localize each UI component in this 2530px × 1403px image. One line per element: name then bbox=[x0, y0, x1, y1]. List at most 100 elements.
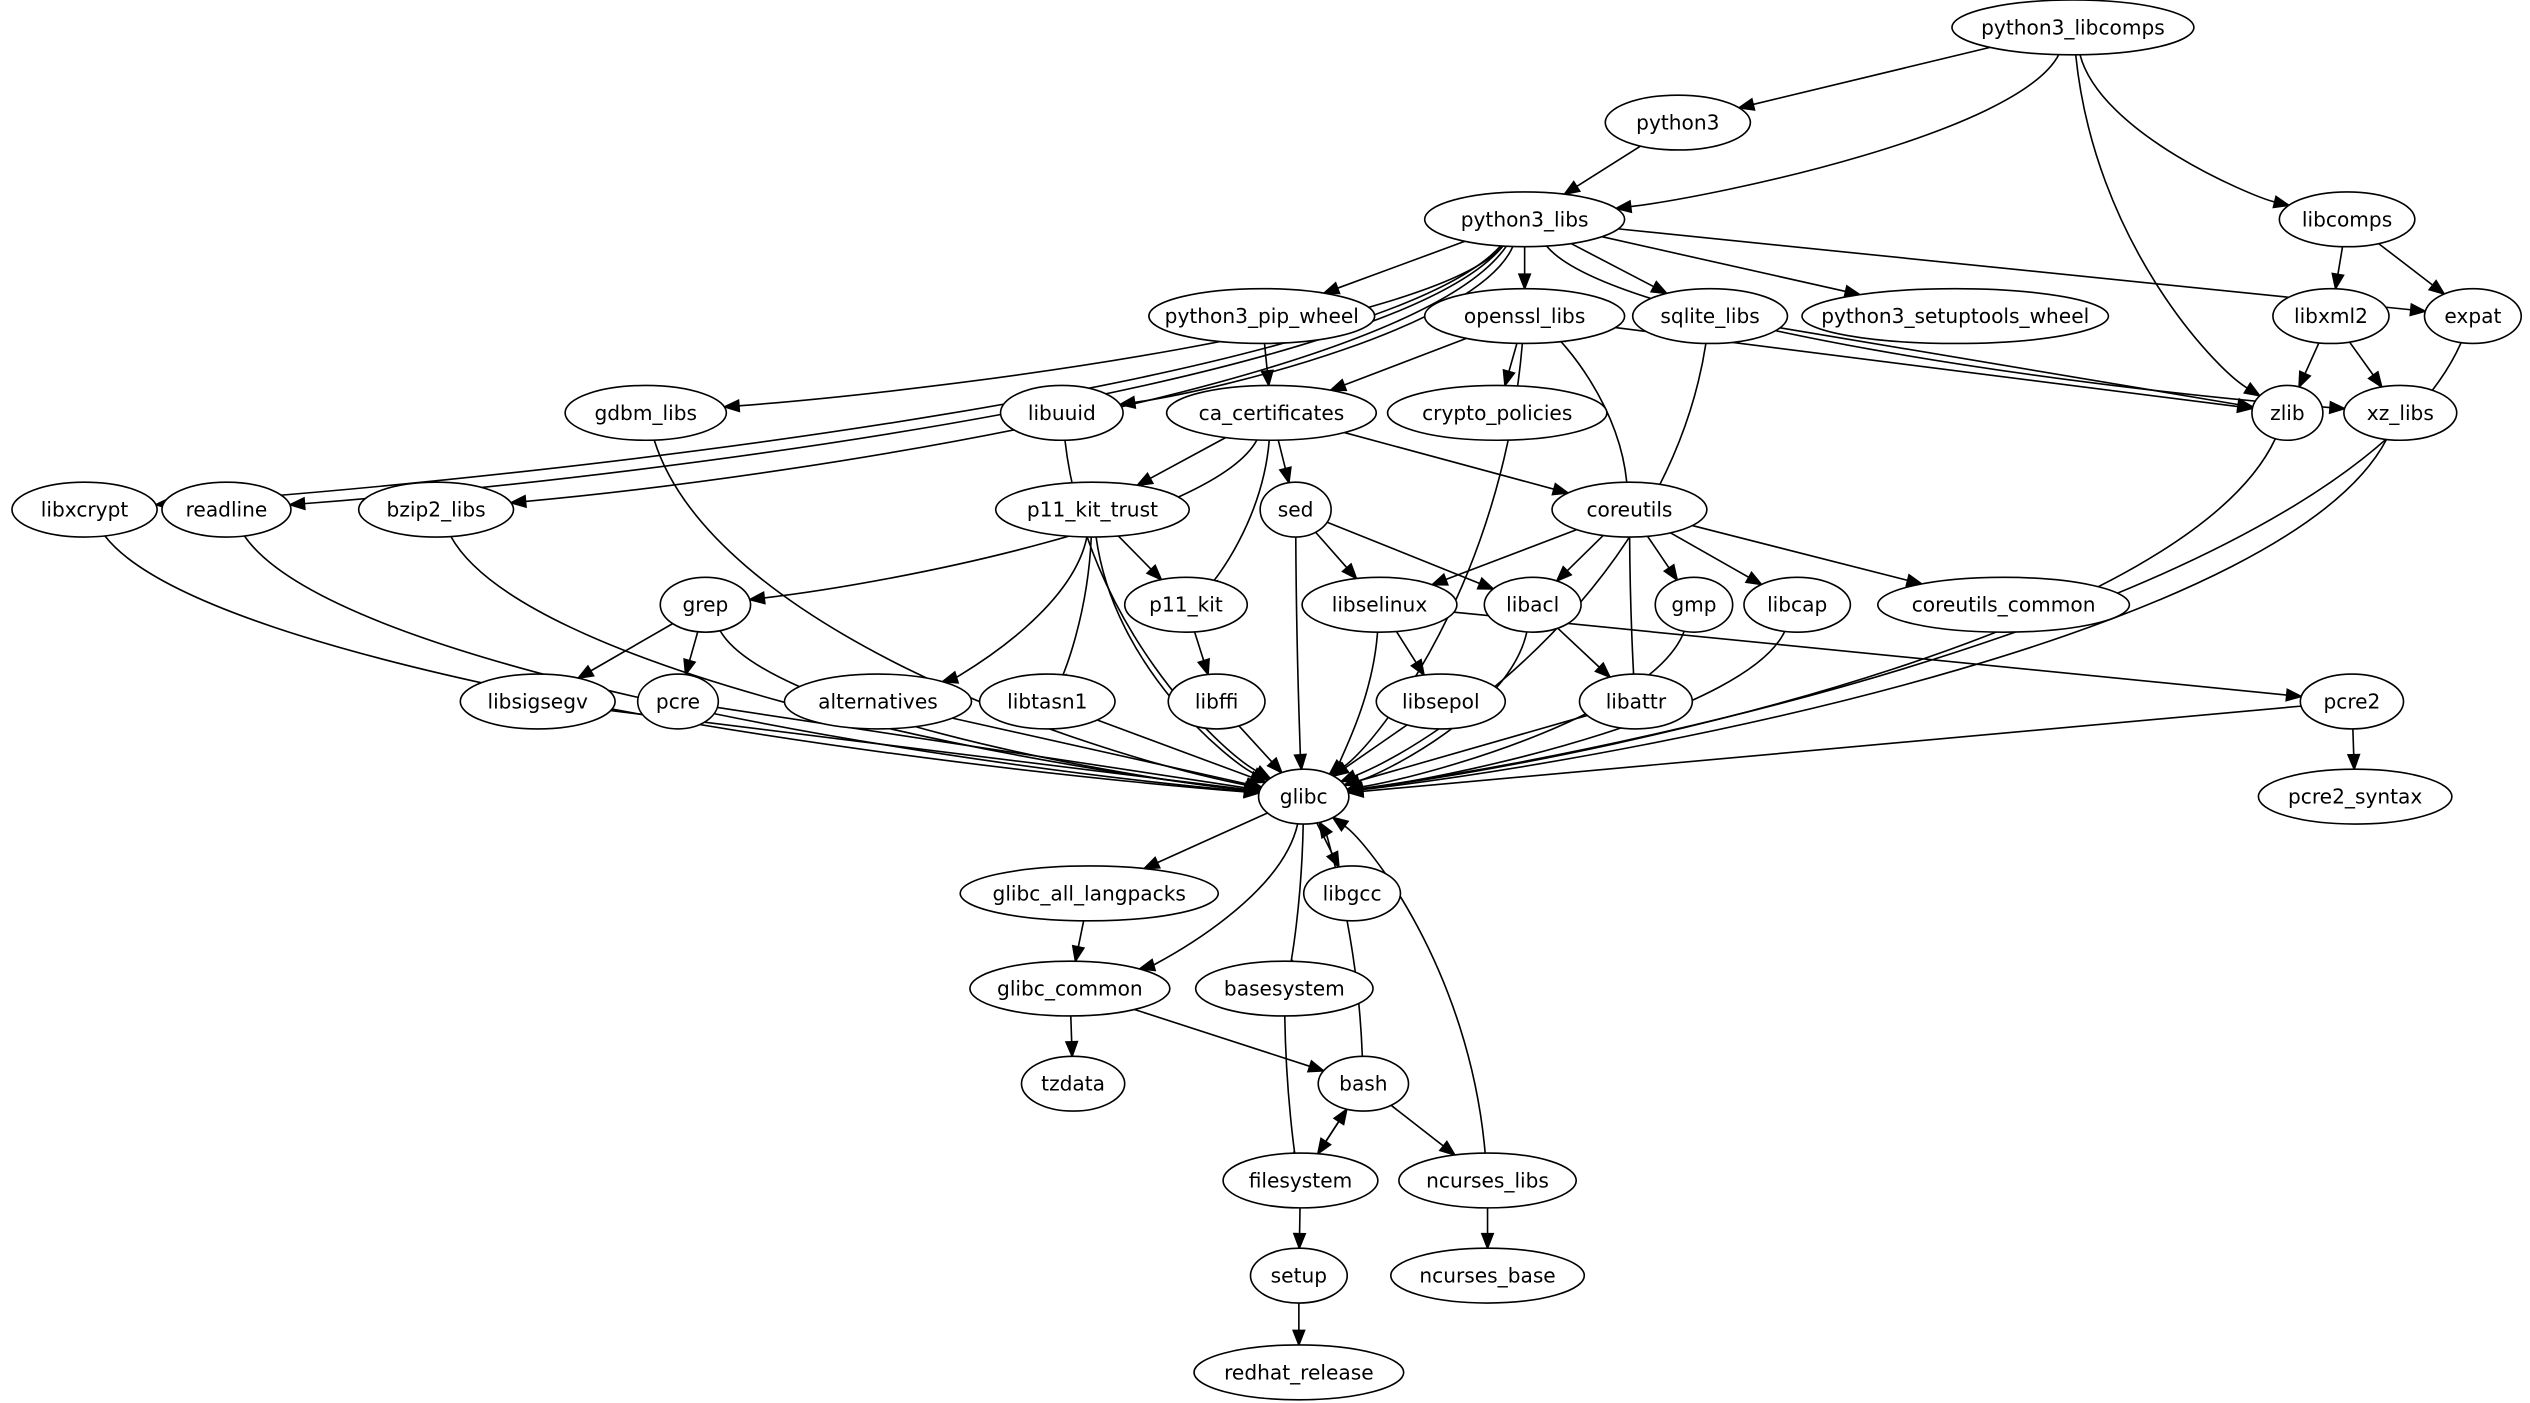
node-ellipse bbox=[1167, 673, 1266, 730]
node-expat[interactable]: expat bbox=[2423, 287, 2523, 345]
node-pcre2[interactable]: pcre2 bbox=[2299, 673, 2405, 730]
node-xz_libs[interactable]: xz_libs bbox=[2343, 384, 2458, 442]
node-grep[interactable]: grep bbox=[659, 576, 752, 633]
node-pcre[interactable]: pcre bbox=[636, 673, 720, 730]
node-libxcrypt[interactable]: libxcrypt bbox=[11, 481, 158, 538]
node-coreutils[interactable]: coreutils bbox=[1551, 481, 1708, 538]
edge-p11_kit-to-libffi bbox=[1193, 631, 1210, 677]
edge-libattr-to-glibc bbox=[1342, 714, 1588, 788]
node-bash[interactable]: bash bbox=[1317, 1055, 1410, 1112]
edge-line bbox=[2079, 54, 2275, 203]
node-ncurses_base[interactable]: ncurses_base bbox=[1389, 1247, 1586, 1304]
arrowhead-icon bbox=[576, 664, 595, 680]
edge-line bbox=[1337, 240, 1466, 289]
edge-bash-to-ncurses_libs bbox=[1390, 1104, 1457, 1157]
node-label: bzip2_libs bbox=[387, 498, 486, 522]
node-glibc_common[interactable]: glibc_common bbox=[969, 960, 1171, 1017]
node-python3_libs[interactable]: python3_libs bbox=[1423, 191, 1626, 248]
node-crypto_policies[interactable]: crypto_policies bbox=[1386, 384, 1608, 442]
arrowhead-icon bbox=[1306, 1059, 1326, 1073]
node-bzip2_libs[interactable]: bzip2_libs bbox=[357, 481, 515, 538]
node-libselinux[interactable]: libselinux bbox=[1301, 576, 1458, 633]
edge-line bbox=[1315, 531, 1348, 569]
node-ellipse bbox=[1257, 768, 1350, 825]
node-label: alternatives bbox=[818, 690, 938, 714]
node-label: xz_libs bbox=[2367, 401, 2434, 425]
node-libuuid[interactable]: libuuid bbox=[999, 384, 1124, 442]
node-python3[interactable]: python3 bbox=[1604, 94, 1752, 151]
edge-grep-to-pcre bbox=[683, 631, 699, 677]
node-pcre2_syntax[interactable]: pcre2_syntax bbox=[2257, 768, 2453, 825]
edge-libselinux-to-pcre2 bbox=[1453, 611, 2304, 702]
edge-line bbox=[1117, 535, 1152, 570]
edge-filesystem-to-setup bbox=[1292, 1207, 1307, 1251]
node-glibc[interactable]: glibc bbox=[1257, 768, 1350, 825]
arrowhead-icon bbox=[287, 496, 306, 511]
edge-line bbox=[2348, 341, 2374, 376]
edge-line bbox=[1752, 46, 1991, 106]
node-libffi[interactable]: libffi bbox=[1167, 673, 1266, 730]
node-basesystem[interactable]: basesystem bbox=[1194, 960, 1374, 1017]
node-libxml2[interactable]: libxml2 bbox=[2272, 287, 2390, 345]
node-libacl[interactable]: libacl bbox=[1483, 576, 1582, 633]
node-libcomps[interactable]: libcomps bbox=[2278, 191, 2416, 248]
node-libsepol[interactable]: libsepol bbox=[1375, 673, 1507, 730]
edge-line bbox=[1358, 714, 1588, 782]
node-alternatives[interactable]: alternatives bbox=[783, 673, 973, 730]
node-sed[interactable]: sed bbox=[1259, 481, 1332, 538]
node-p11_kit_trust[interactable]: p11_kit_trust bbox=[994, 481, 1191, 538]
edge-line bbox=[1445, 528, 1578, 581]
node-ellipse bbox=[959, 865, 1220, 922]
node-p11_kit[interactable]: p11_kit bbox=[1123, 576, 1249, 633]
arrowhead-icon bbox=[2346, 753, 2361, 772]
edge-line bbox=[1546, 245, 2331, 409]
arrowhead-icon bbox=[747, 591, 766, 605]
arrowhead-icon bbox=[1662, 563, 1679, 582]
node-ellipse bbox=[1423, 287, 1626, 345]
node-ellipse bbox=[459, 673, 616, 730]
node-openssl_libs[interactable]: openssl_libs bbox=[1423, 287, 1626, 345]
edge-line bbox=[717, 706, 1246, 789]
node-libcap[interactable]: libcap bbox=[1743, 576, 1852, 633]
edge-ca_certificates-to-coreutils bbox=[1344, 431, 1571, 496]
node-readline[interactable]: readline bbox=[161, 481, 292, 538]
node-python3_libcomps[interactable]: python3_libcomps bbox=[1951, 0, 2195, 56]
edge-glibc_all_langpacks-to-glibc_common bbox=[1071, 920, 1086, 964]
node-ncurses_libs[interactable]: ncurses_libs bbox=[1398, 1152, 1578, 1209]
arrowhead-icon bbox=[2298, 370, 2312, 389]
edge-line bbox=[1361, 342, 2462, 790]
edge-python3_libs-to-expat bbox=[1618, 228, 2428, 317]
node-python3_setuptools_wheel[interactable]: python3_setuptools_wheel bbox=[1801, 287, 2110, 345]
node-gdbm_libs[interactable]: gdbm_libs bbox=[564, 384, 728, 442]
node-setup[interactable]: setup bbox=[1249, 1247, 1349, 1304]
edge-line bbox=[1343, 337, 1467, 386]
node-redhat_release[interactable]: redhat_release bbox=[1193, 1344, 1405, 1401]
edge-line bbox=[1630, 54, 2060, 208]
node-label: openssl_libs bbox=[1464, 304, 1585, 328]
node-ca_certificates[interactable]: ca_certificates bbox=[1165, 384, 1378, 442]
node-filesystem[interactable]: filesystem bbox=[1222, 1152, 1379, 1209]
node-ellipse bbox=[1398, 1152, 1578, 1209]
node-label: gmp bbox=[1671, 593, 1716, 617]
node-tzdata[interactable]: tzdata bbox=[1020, 1055, 1126, 1112]
node-libtasn1[interactable]: libtasn1 bbox=[978, 673, 1116, 730]
node-libattr[interactable]: libattr bbox=[1578, 673, 1694, 730]
node-python3_pip_wheel[interactable]: python3_pip_wheel bbox=[1148, 287, 1376, 345]
edge-expat-to-glibc bbox=[1345, 342, 2462, 796]
edge-line bbox=[738, 245, 1504, 407]
edge-line bbox=[1566, 534, 1604, 572]
edge-line bbox=[2378, 242, 2434, 286]
node-label: p11_kit bbox=[1149, 593, 1223, 617]
node-coreutils_common[interactable]: coreutils_common bbox=[1876, 576, 2131, 633]
node-libsigsegv[interactable]: libsigsegv bbox=[459, 673, 616, 730]
edge-coreutils-to-libselinux bbox=[1430, 528, 1578, 586]
node-ellipse bbox=[1148, 287, 1376, 345]
node-gmp[interactable]: gmp bbox=[1654, 576, 1734, 633]
node-glibc_all_langpacks[interactable]: glibc_all_langpacks bbox=[959, 865, 1220, 922]
edge-python3_libcomps-to-libcomps bbox=[2079, 54, 2291, 209]
node-sqlite_libs[interactable]: sqlite_libs bbox=[1631, 287, 1789, 345]
arrowhead-icon bbox=[1145, 563, 1163, 582]
node-libgcc[interactable]: libgcc bbox=[1302, 865, 1402, 922]
node-zlib[interactable]: zlib bbox=[2251, 384, 2324, 442]
node-ellipse bbox=[1578, 673, 1694, 730]
